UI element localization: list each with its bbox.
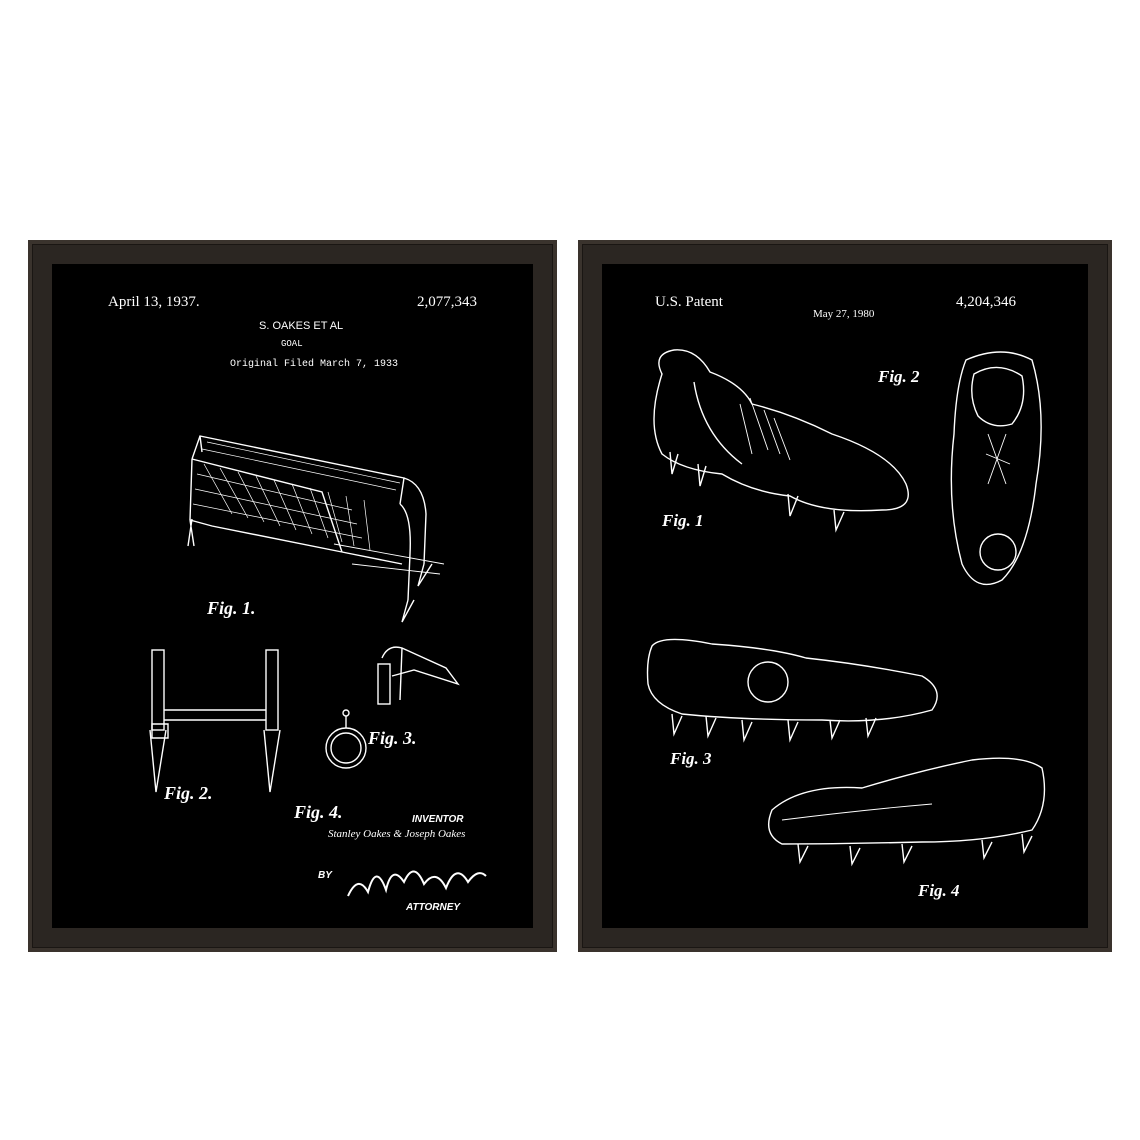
inventor-label: INVENTOR [412, 814, 464, 825]
svg-text:Fig. 1: Fig. 1 [661, 511, 704, 530]
goal-patent-drawing: Fig. 1. Fig. 2. Fig. 3. [149, 435, 487, 897]
left-picture-frame: Fig. 1. Fig. 2. Fig. 3. [28, 240, 557, 952]
boot-side-view-illustration [653, 349, 909, 533]
post-detail-illustration [149, 649, 281, 793]
inventor-names: Stanley Oakes & Joseph Oakes [328, 828, 466, 840]
patent-title: GOAL [281, 339, 303, 349]
svg-text:Fig. 3: Fig. 3 [669, 749, 712, 768]
attorney-signature [347, 870, 487, 897]
inventor-header: S. OAKES ET AL [259, 320, 344, 332]
attorney-label: ATTORNEY [406, 902, 461, 913]
svg-text:Fig. 2: Fig. 2 [877, 367, 920, 386]
cleat-patent-poster: Fig. 1 Fig. 2 Fig. 3 Fig. 4 [602, 264, 1088, 928]
clip-detail-illustration [377, 646, 460, 705]
svg-text:Fig. 1.: Fig. 1. [206, 598, 256, 618]
patent-number: 2,077,343 [417, 294, 477, 310]
boot-rear-view-illustration [768, 757, 1046, 867]
goal-net-illustration [187, 435, 445, 623]
svg-text:Fig. 3.: Fig. 3. [367, 728, 417, 748]
svg-text:Fig. 2.: Fig. 2. [163, 783, 213, 803]
cleat-patent-drawing: Fig. 1 Fig. 2 Fig. 3 Fig. 4 [646, 349, 1046, 900]
boot-profile-illustration [646, 638, 938, 743]
patent-date: April 13, 1937. [108, 294, 200, 310]
svg-text:Fig. 4: Fig. 4 [917, 881, 960, 900]
svg-text:Fig. 4.: Fig. 4. [293, 802, 343, 822]
patent-header: U.S. Patent [655, 294, 723, 310]
patent-number: 4,204,346 [956, 294, 1016, 310]
right-picture-frame: Fig. 1 Fig. 2 Fig. 3 Fig. 4 [578, 240, 1112, 952]
patent-date: May 27, 1980 [813, 308, 875, 320]
ring-detail-illustration [325, 709, 367, 769]
filed-date: Original Filed March 7, 1933 [230, 359, 399, 370]
boot-top-view-illustration [950, 351, 1042, 586]
by-label: BY [318, 870, 332, 881]
goal-patent-poster: Fig. 1. Fig. 2. Fig. 3. [52, 264, 533, 928]
